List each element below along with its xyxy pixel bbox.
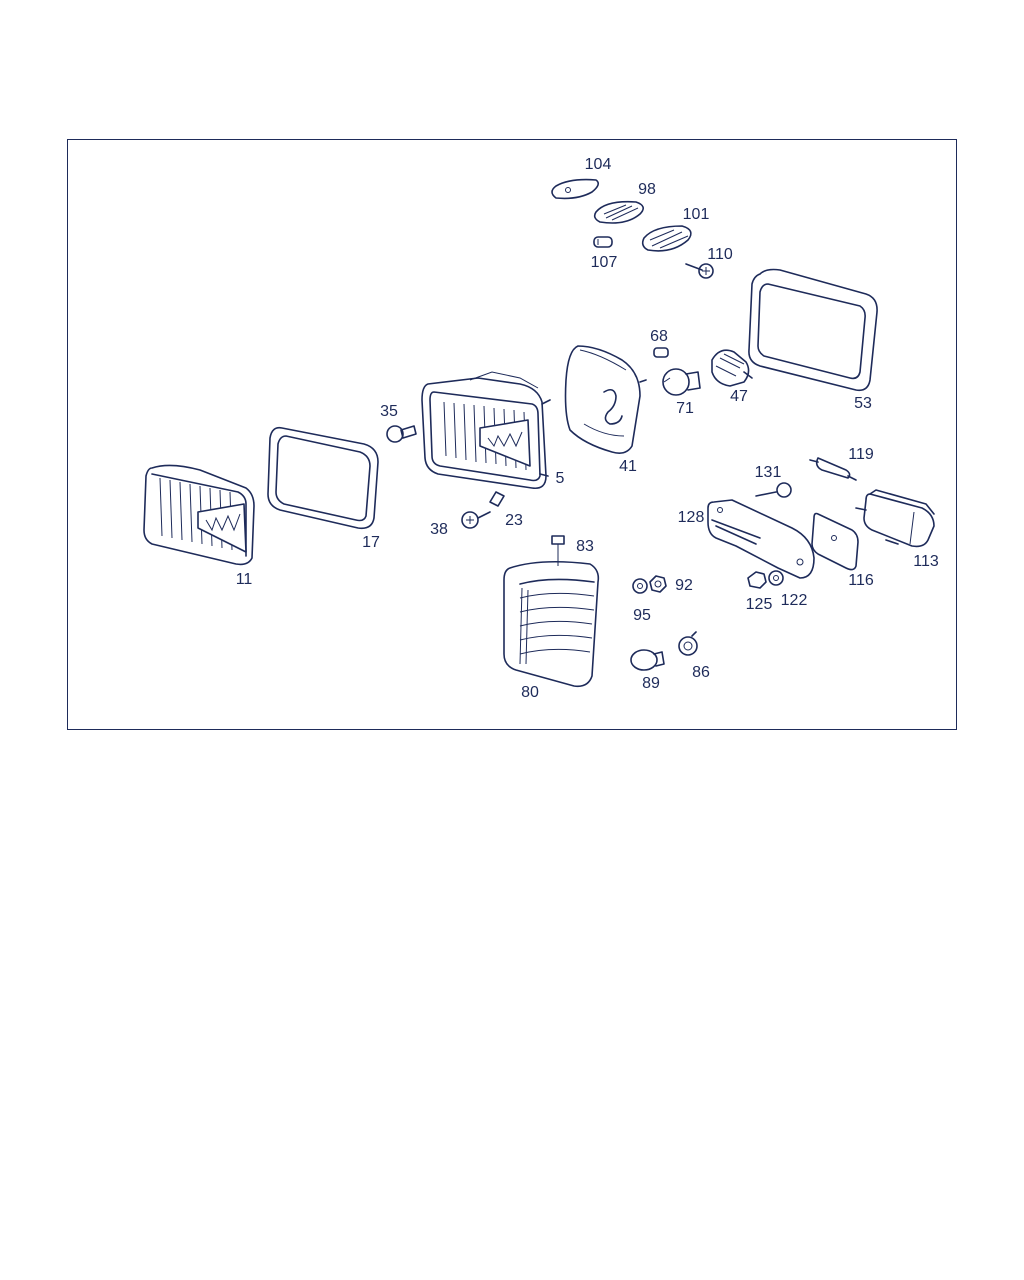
label-5: 5	[556, 470, 565, 487]
part-92-nut	[649, 575, 667, 593]
label-83: 83	[576, 538, 594, 555]
label-92: 92	[675, 577, 693, 594]
part-53-frame	[748, 268, 878, 392]
part-131-screw	[755, 482, 792, 498]
label-104: 104	[585, 156, 612, 173]
label-35: 35	[380, 403, 398, 420]
part-122-washer	[768, 570, 784, 586]
part-5-headlamp	[421, 371, 551, 490]
part-86-socket	[678, 631, 698, 656]
part-107-bulb	[593, 236, 613, 248]
part-104-gasket	[551, 178, 600, 200]
label-98: 98	[638, 181, 656, 198]
part-116-gasket	[811, 512, 859, 571]
label-122: 122	[781, 592, 808, 609]
part-38-screw	[461, 511, 491, 529]
label-131: 131	[755, 464, 782, 481]
part-80-tail-lamp	[503, 560, 600, 688]
part-71-bulb	[662, 368, 701, 396]
label-41: 41	[619, 458, 637, 475]
label-116: 116	[848, 572, 874, 589]
part-119-bulb	[809, 457, 857, 481]
part-101-side-lens	[641, 225, 692, 252]
label-101: 101	[683, 206, 710, 223]
part-11-lens	[143, 464, 255, 566]
label-95: 95	[633, 607, 651, 624]
diagram-frame	[67, 139, 957, 730]
label-113: 113	[913, 553, 939, 570]
part-98-side-lens	[593, 200, 644, 224]
part-35-screw	[386, 425, 417, 443]
label-125: 125	[746, 596, 773, 613]
label-110: 110	[707, 246, 733, 263]
label-11: 11	[236, 571, 253, 588]
label-86: 86	[692, 664, 710, 681]
label-47: 47	[730, 388, 748, 405]
label-68: 68	[650, 328, 668, 345]
part-95-washer	[632, 578, 648, 594]
part-89-bulb	[630, 649, 665, 671]
part-125-nut	[747, 571, 767, 589]
label-23: 23	[505, 512, 523, 529]
part-128-bracket	[707, 499, 815, 579]
part-110-screw	[685, 263, 714, 279]
label-80: 80	[521, 684, 539, 701]
label-89: 89	[642, 675, 660, 692]
label-38: 38	[430, 521, 448, 538]
label-107: 107	[591, 254, 618, 271]
label-128: 128	[678, 509, 705, 526]
label-119: 119	[848, 446, 874, 463]
part-47-socket	[711, 349, 753, 387]
label-71: 71	[676, 400, 694, 417]
label-53: 53	[854, 395, 872, 412]
part-113-lamp-housing	[855, 489, 935, 548]
label-17: 17	[362, 534, 380, 551]
part-23-clip	[489, 491, 505, 507]
part-68-bulb	[653, 347, 669, 358]
part-41-reflector	[564, 345, 647, 454]
part-17-gasket	[267, 426, 379, 530]
